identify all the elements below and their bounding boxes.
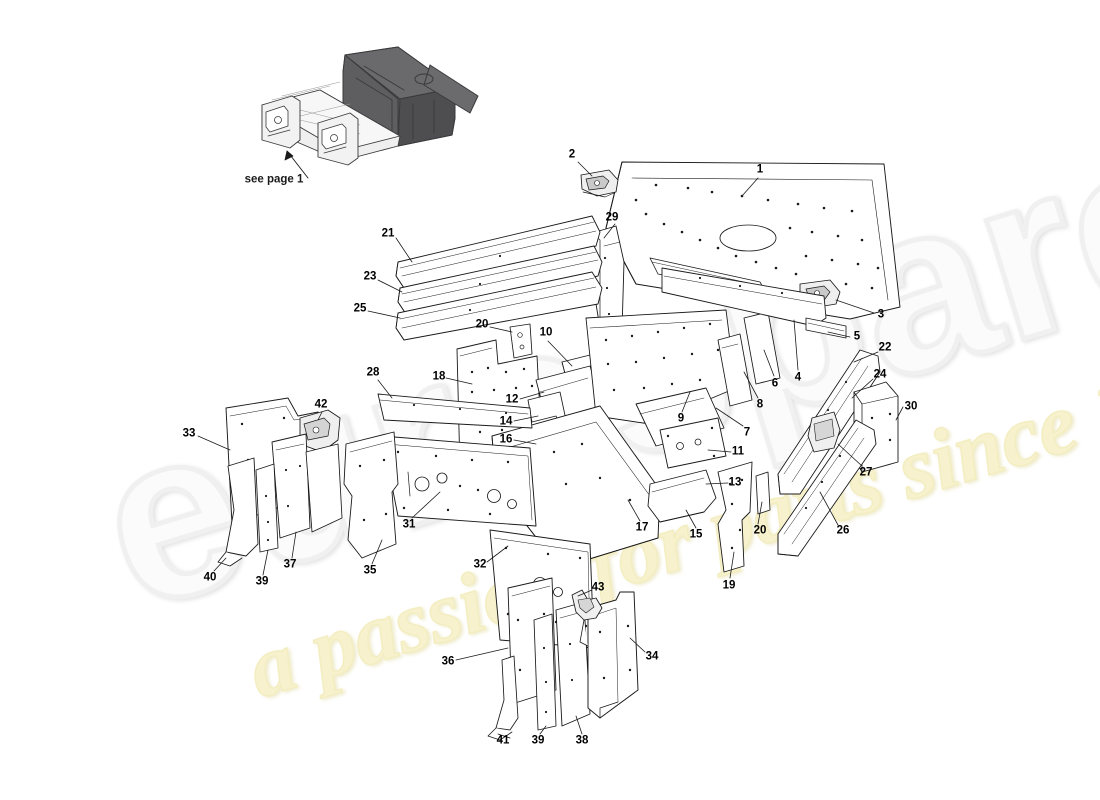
- callout-21: 21: [381, 227, 395, 240]
- part-31-large-perforated-panel: [381, 435, 537, 527]
- callout-9: 9: [677, 412, 685, 425]
- callout-42: 42: [314, 398, 328, 411]
- callout-33: 33: [182, 427, 196, 440]
- callout-14: 14: [499, 415, 513, 428]
- part-34-rear-panel: [587, 591, 639, 719]
- part-39-mounting-strip: [255, 463, 279, 553]
- part-26-lower-side-rail: [777, 419, 877, 557]
- part-11-perforated-plate: [659, 417, 727, 469]
- callout-13: 13: [728, 476, 742, 489]
- callout-26: 26: [836, 524, 850, 537]
- part-8-inner-flange: [717, 333, 753, 407]
- callout-1: 1: [756, 163, 764, 176]
- callout-8: 8: [756, 398, 764, 411]
- callout-6: 6: [771, 377, 779, 390]
- callout-43: 43: [591, 581, 605, 594]
- callout-11: 11: [731, 445, 745, 458]
- callout-39: 39: [255, 575, 269, 588]
- leader-lines: [197, 161, 904, 739]
- part-13-tall-gusset: [717, 461, 753, 573]
- callout-35: 35: [363, 564, 377, 577]
- part-28-shelf-panel: [377, 393, 533, 429]
- part-5-rail-cap: [805, 317, 847, 339]
- see-page-1-note: see page 1: [244, 173, 304, 186]
- part-15-curved-channel: [647, 469, 717, 523]
- callout-37: 37: [283, 558, 297, 571]
- part-2-front-bracket: [580, 169, 619, 198]
- callout-30: 30: [904, 400, 918, 413]
- callout-5: 5: [853, 330, 861, 343]
- callout-25: 25: [353, 302, 367, 315]
- part-37-reinforcement-panel: [271, 433, 311, 539]
- callout-3: 3: [877, 308, 885, 321]
- callout-15: 15: [689, 528, 703, 541]
- part-20-upper-tab: [509, 323, 533, 359]
- callout-23: 23: [363, 270, 377, 283]
- callout-20: 20: [475, 318, 489, 331]
- callout-40: 40: [203, 571, 217, 584]
- part-35-inner-strip: [305, 443, 343, 533]
- part-25-lower-rail: [395, 271, 603, 341]
- callout-2: 2: [568, 148, 576, 161]
- callout-34: 34: [645, 650, 659, 663]
- callout-38: 38: [575, 734, 589, 747]
- callout-22: 22: [878, 341, 892, 354]
- callout-7: 7: [743, 426, 751, 439]
- callout-36: 36: [441, 655, 455, 668]
- callout-32: 32: [473, 558, 487, 571]
- callout-17: 17: [635, 521, 649, 534]
- callout-18: 18: [432, 370, 446, 383]
- callout-4: 4: [794, 371, 802, 384]
- callout-39-lower: 39: [531, 734, 545, 747]
- callout-28: 28: [366, 366, 380, 379]
- callout-41: 41: [496, 734, 510, 747]
- part-41-lower-curved-tab: [487, 655, 519, 741]
- part-20-lower-strip: [755, 471, 771, 515]
- callout-24: 24: [873, 368, 887, 381]
- callout-31: 31: [402, 518, 416, 531]
- callout-19: 19: [722, 579, 736, 592]
- callout-12: 12: [505, 393, 519, 406]
- callout-27: 27: [859, 466, 873, 479]
- part-21-upper-rail: [395, 215, 601, 289]
- callout-16: 16: [499, 433, 513, 446]
- part-35-contoured-side-panel: [343, 431, 399, 559]
- callout-10: 10: [539, 326, 553, 339]
- part-27-cast-lug: [807, 411, 841, 453]
- part-43-small-cast-bracket: [571, 589, 603, 647]
- part-40-curved-tab: [217, 457, 259, 567]
- inset-assembly-illustration: [261, 46, 479, 179]
- part-42-cast-bracket: [299, 409, 341, 453]
- part-39-lower-strip: [533, 613, 557, 731]
- part-23-middle-rail: [397, 245, 603, 315]
- callout-29: 29: [605, 211, 619, 224]
- callout-20-lower: 20: [753, 524, 767, 537]
